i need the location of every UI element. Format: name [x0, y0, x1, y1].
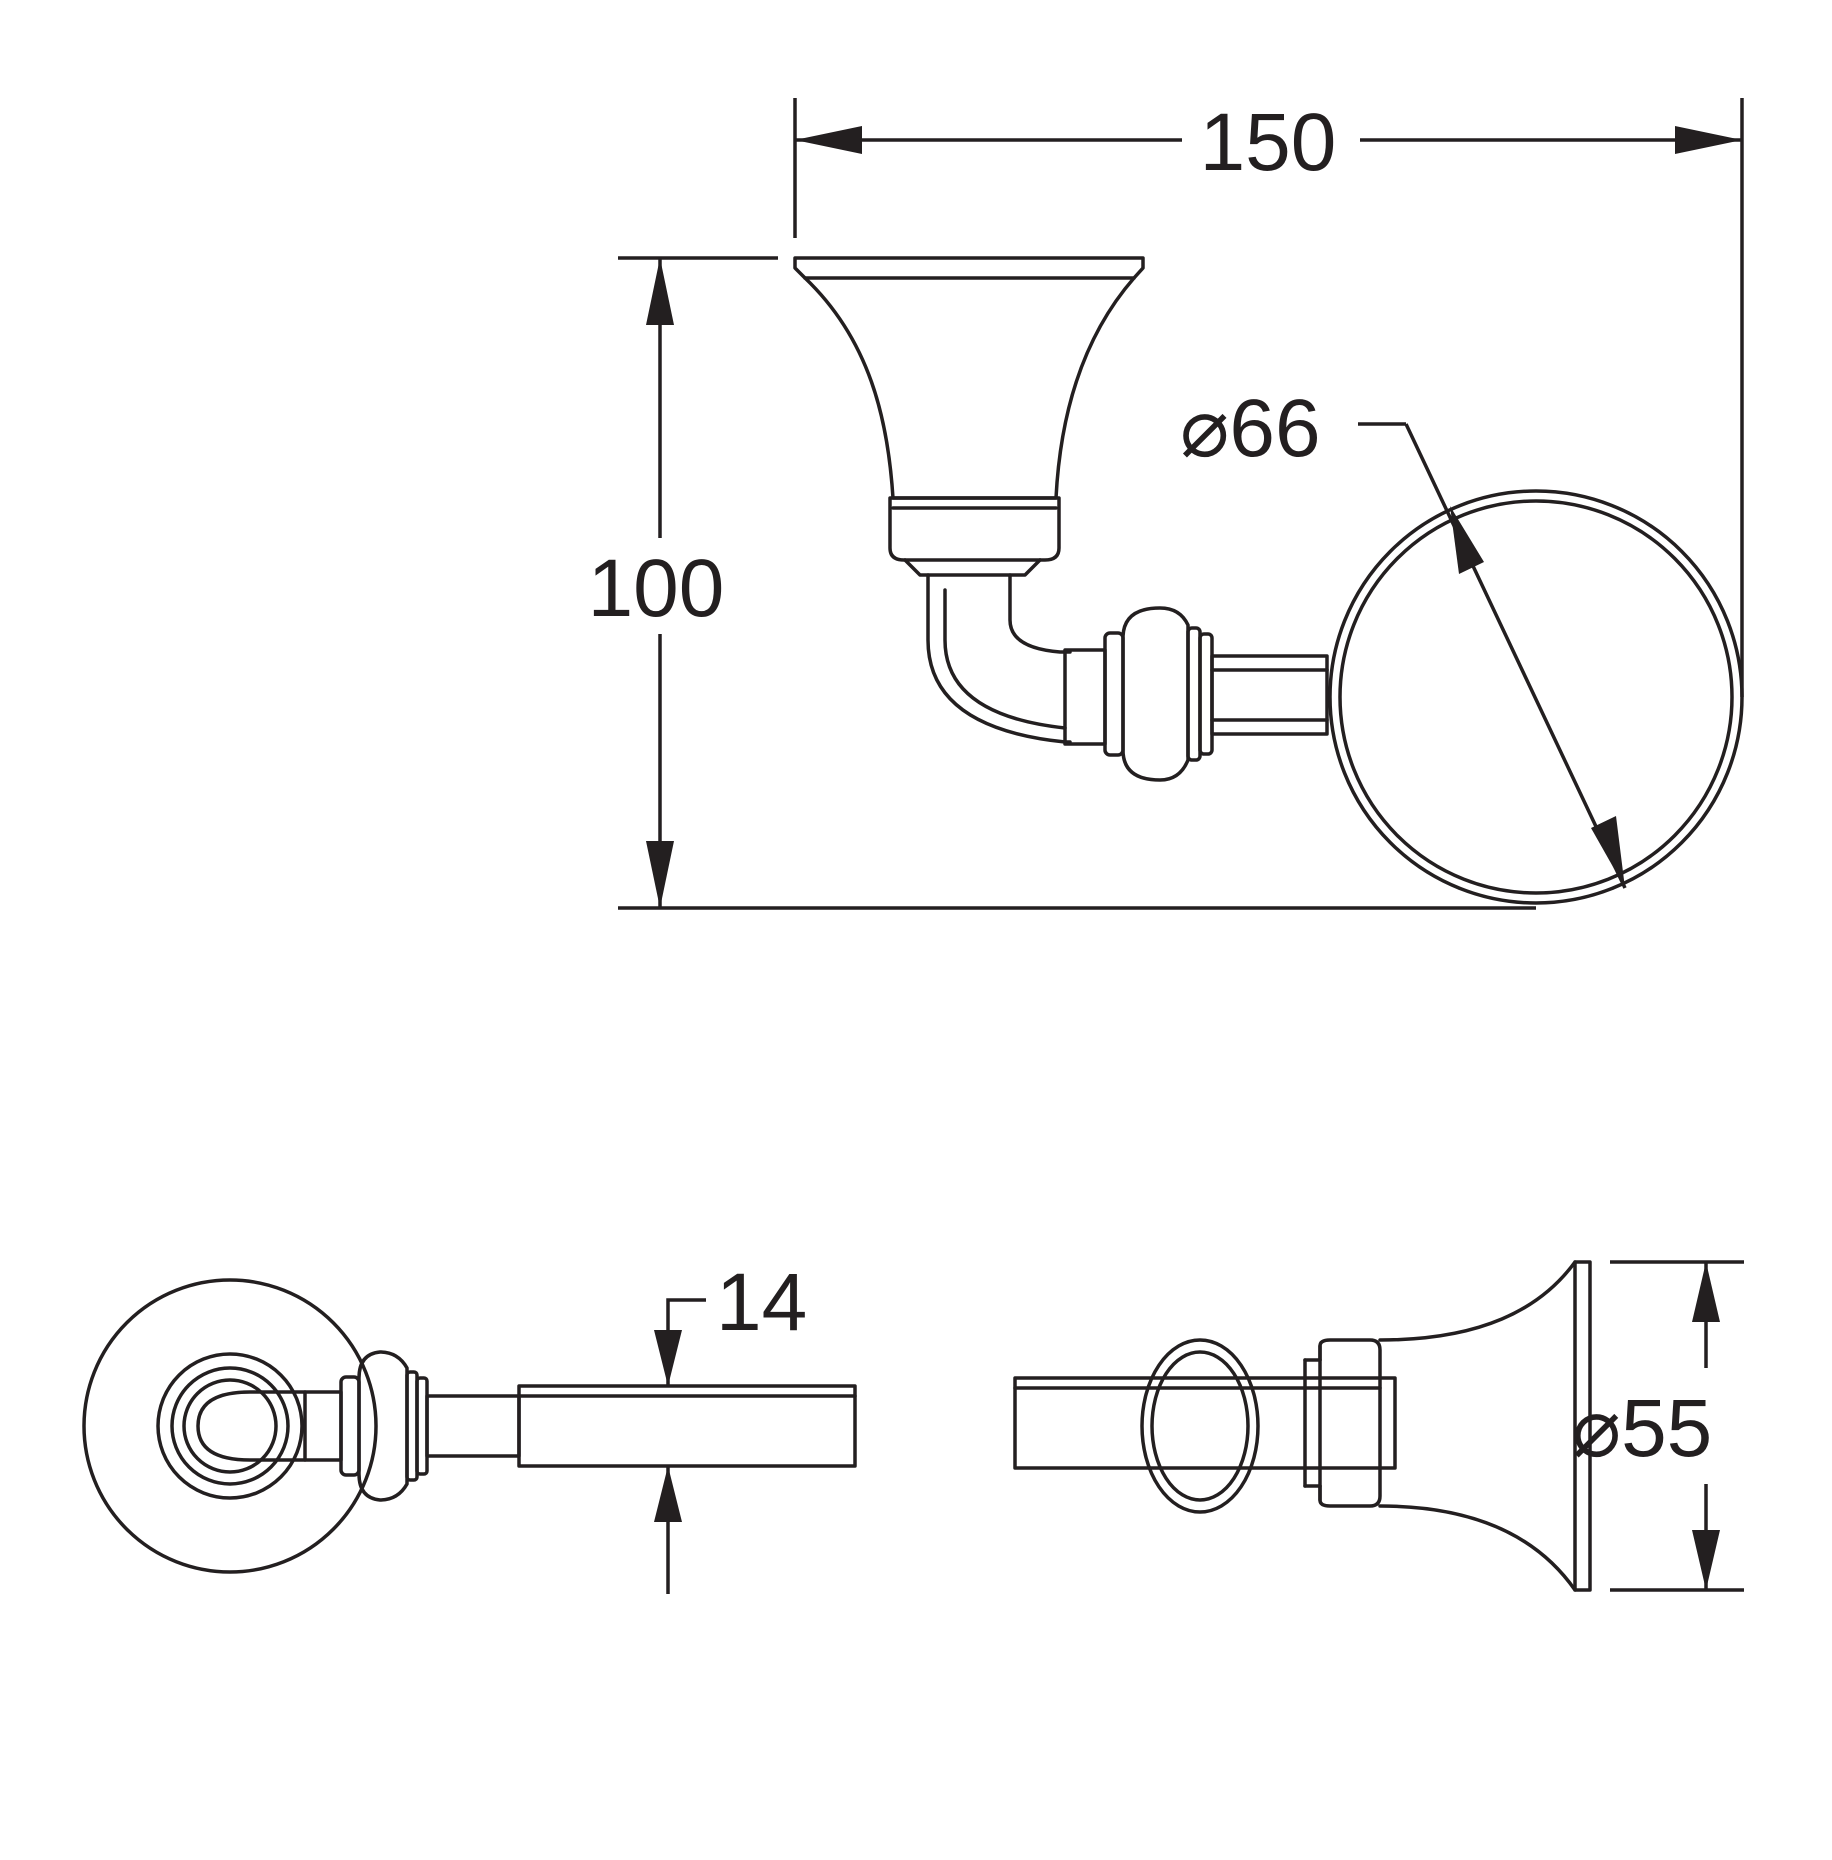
connector-sleeve — [1063, 648, 1107, 746]
dimension-ring-diameter: ⌀66 — [1180, 383, 1627, 889]
front-connector-knob — [357, 1350, 409, 1502]
towel-ring-inner — [1338, 499, 1734, 895]
top-view — [1013, 1260, 1592, 1592]
side-view — [793, 256, 1744, 905]
front-elbow — [196, 1390, 307, 1462]
top-collar — [1318, 1338, 1382, 1380]
post-outer-ring — [156, 1352, 304, 1500]
dimension-width: 150 — [793, 97, 1744, 697]
dimension-base-diameter-label: ⌀55 — [1572, 1383, 1713, 1474]
dimension-rod-thickness: 14 — [654, 1257, 807, 1594]
dimension-height-label: 100 — [588, 543, 725, 634]
top-rod — [1013, 1376, 1397, 1470]
dimension-width-label: 150 — [1200, 97, 1337, 188]
flange-collar — [888, 496, 1061, 562]
top-knuckle — [1140, 1338, 1260, 1514]
elbow-tube — [926, 573, 1072, 744]
dimension-ring-diameter-label: ⌀66 — [1180, 383, 1321, 474]
wall-flange-bell — [793, 256, 1145, 500]
connector-knob — [1121, 606, 1190, 782]
top-flange-bell — [1378, 1260, 1592, 1592]
arm-rod — [1210, 654, 1329, 736]
dimension-base-diameter: ⌀55 — [1572, 1260, 1744, 1592]
dimension-rod-thickness-label: 14 — [716, 1257, 807, 1348]
front-rod-end — [517, 1384, 857, 1468]
wall-plate — [82, 1278, 378, 1574]
dimension-height: 100 — [588, 256, 1536, 910]
front-rod-thin — [425, 1394, 521, 1458]
front-view — [82, 1278, 857, 1574]
